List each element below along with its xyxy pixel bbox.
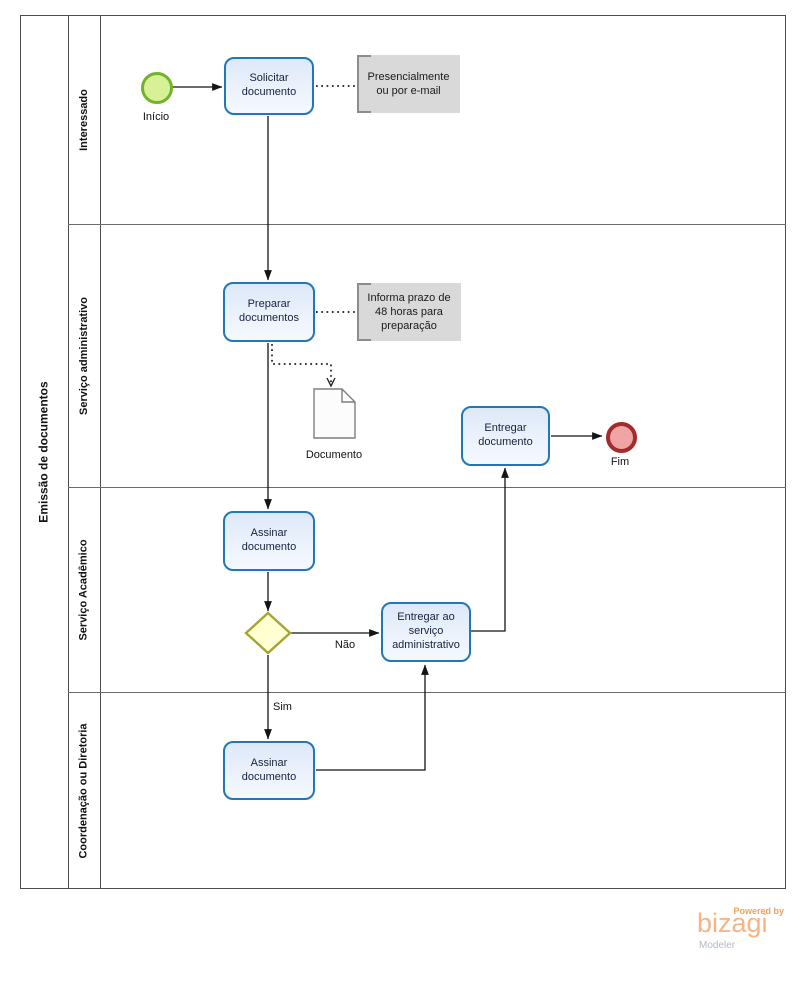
pool-title: Emissão de documentos (37, 381, 51, 523)
pool-title-divider (68, 15, 69, 889)
lane-servico-academico: Serviço Acadêmico (78, 538, 90, 641)
lane-divider-3 (68, 692, 786, 693)
annotation-text: Informa prazo de 48 horas para preparaçã… (367, 291, 451, 333)
exclusive-gateway[interactable] (244, 611, 292, 660)
start-event-label: Início (142, 111, 170, 123)
annotation-text: Presencialmente ou por e-mail (367, 70, 450, 97)
task-assinar-documento-coordenacao[interactable]: Assinar documento (223, 741, 315, 800)
documento-label: Documento (305, 449, 363, 461)
end-event-label: Fim (610, 456, 630, 468)
task-preparar-documentos[interactable]: Preparar documentos (223, 282, 315, 342)
bizagi-logo: bizagi (697, 908, 768, 938)
start-event[interactable] (141, 72, 173, 104)
document-icon (313, 388, 356, 439)
lane-label-divider (100, 15, 101, 889)
lane-divider-1 (68, 224, 786, 225)
flow-label-sim: Sim (273, 701, 292, 713)
data-object-documento[interactable] (313, 388, 357, 445)
annotation-solicitar[interactable]: Presencialmente ou por e-mail (357, 55, 460, 113)
lane-coordenacao-diretoria: Coordenação ou Diretoria (78, 722, 91, 859)
flow-label-nao: Não (334, 639, 356, 651)
task-assinar-documento-academico[interactable]: Assinar documento (223, 511, 315, 571)
task-solicitar-documento[interactable]: Solicitar documento (224, 57, 314, 115)
lane-servico-administrativo: Serviço administrativo (78, 296, 90, 415)
powered-by-text: Powered by (733, 906, 784, 916)
annotation-preparar[interactable]: Informa prazo de 48 horas para preparaçã… (357, 283, 461, 341)
end-event[interactable] (606, 422, 637, 453)
lane-divider-2 (68, 487, 786, 488)
bizagi-modeler-text: Modeler (699, 940, 736, 951)
task-entregar-ao-servico[interactable]: Entregar ao serviço administrativo (381, 602, 471, 662)
pool-border (20, 15, 786, 889)
lane-interessado: Interessado (78, 88, 90, 151)
task-entregar-documento[interactable]: Entregar documento (461, 406, 550, 466)
